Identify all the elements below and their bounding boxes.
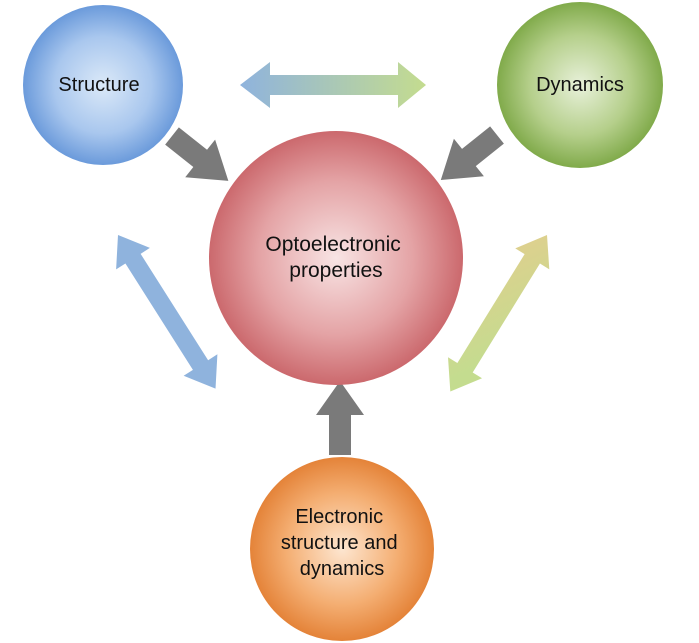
electronic-label: Electronic structure and dynamics <box>281 506 403 580</box>
arrow-electronic-to-center <box>316 381 364 455</box>
arrow-dynamics-to-center <box>440 126 504 181</box>
electronic-circle <box>250 457 434 641</box>
dynamics-label: Dynamics <box>536 74 624 96</box>
double-arrow-structure-electronic <box>116 235 218 389</box>
center-label: Optoelectronic properties <box>265 233 406 282</box>
center-circle <box>209 131 463 385</box>
node-optoelectronic-properties: Optoelectronic properties <box>209 131 463 385</box>
structure-circle <box>23 5 183 165</box>
structure-label: Structure <box>58 74 139 96</box>
double-arrow-dynamics-electronic <box>448 235 550 392</box>
arrow-structure-to-center <box>165 127 229 181</box>
node-electronic-structure-dynamics: Electronic structure and dynamics <box>250 457 434 641</box>
node-dynamics: Dynamics <box>497 2 663 168</box>
dynamics-circle <box>497 2 663 168</box>
node-structure: Structure <box>23 5 183 165</box>
double-arrow-structure-dynamics <box>240 62 426 108</box>
